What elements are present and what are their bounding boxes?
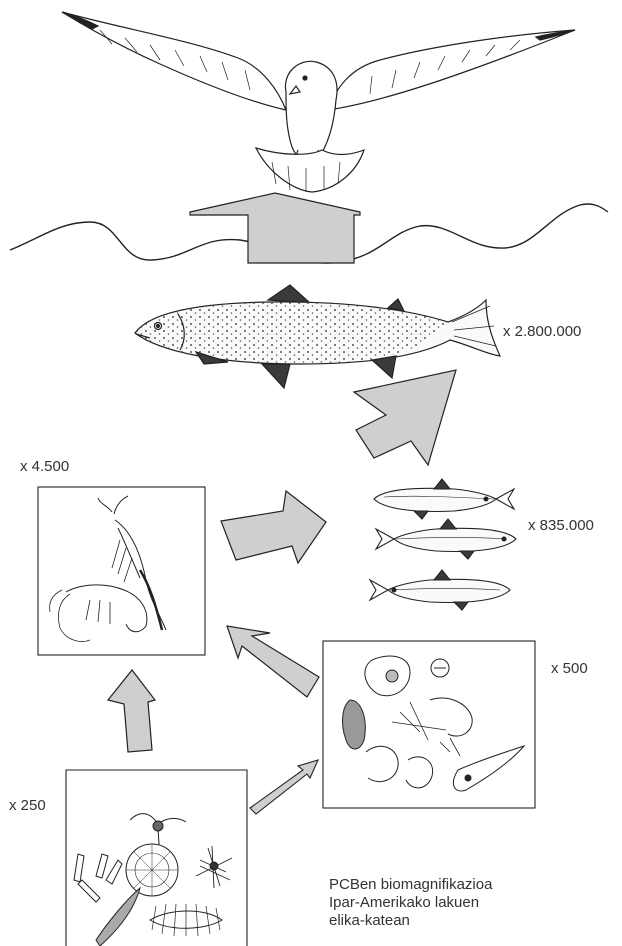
factor-label-large-fish: x 2.800.000 (503, 323, 581, 340)
caption-line-1: PCBen biomagnifikazioa (329, 876, 492, 894)
factor-label-small-fish: x 835.000 (528, 517, 594, 534)
arrow-fish-to-gull (190, 193, 360, 263)
caption-line-3: elika-katean (329, 912, 492, 930)
arrow-phytoplankton-to-zooplankton (108, 670, 155, 752)
caption-line-2: Ipar-Amerikako lakuen (329, 894, 492, 912)
factor-label-zooplankton: x 4.500 (20, 458, 69, 475)
arrow-invertebrates-to-zooplankton (227, 626, 319, 697)
arrow-zooplankton-to-smelt (221, 491, 326, 563)
diagram-caption: PCBen biomagnifikazioa Ipar-Amerikako la… (329, 876, 492, 930)
zooplankton-box (38, 487, 205, 655)
factor-label-invertebrates: x 500 (551, 660, 588, 677)
factor-label-phytoplankton: x 250 (9, 797, 46, 814)
smelt-fish-icon (370, 479, 516, 610)
arrow-phytoplankton-to-invertebrates (250, 760, 318, 814)
arrow-smelt-to-trout (354, 370, 456, 465)
gull-icon (62, 12, 575, 192)
